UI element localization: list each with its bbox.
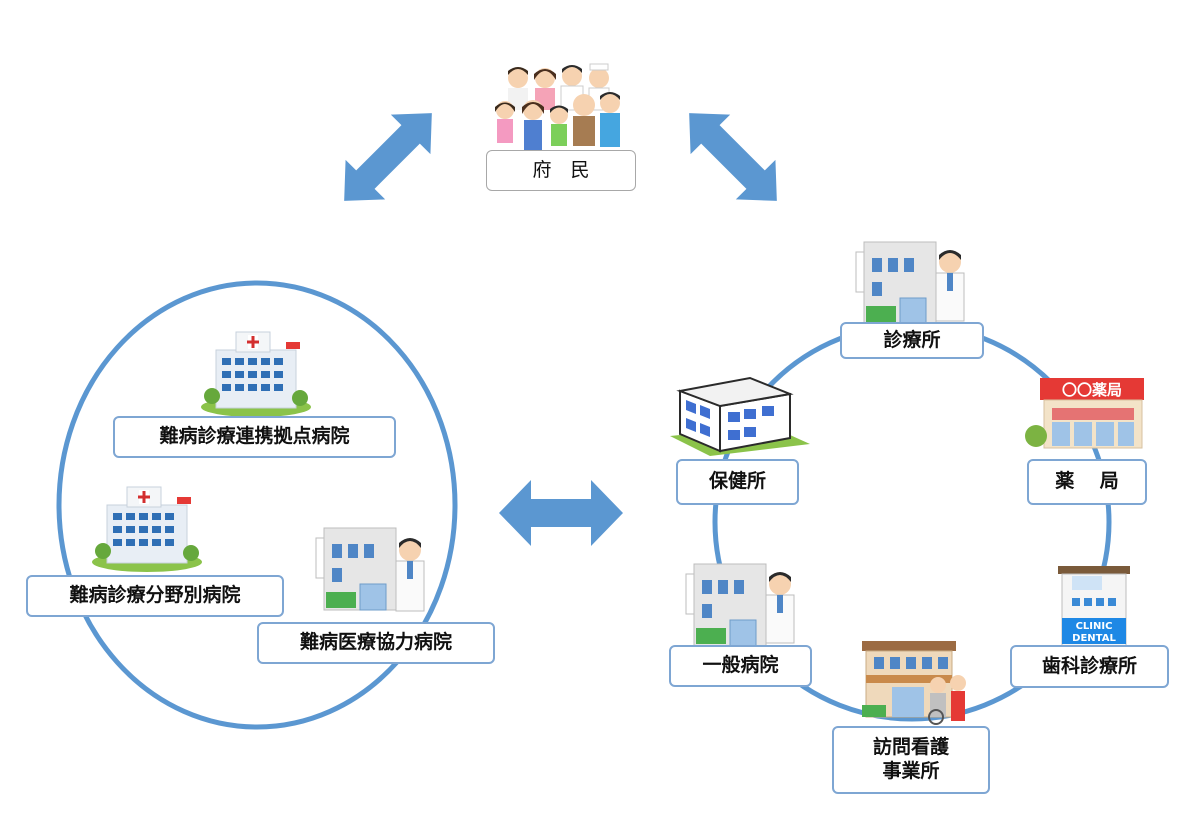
cooperating-hospital-box: 難病医療協力病院: [257, 622, 495, 664]
general-hospital-label: 一般病院: [702, 654, 779, 677]
specialty-hospital-label: 難病診療分野別病院: [69, 584, 241, 607]
hospital-building-icon: [201, 331, 311, 417]
doctor-clinic-icon: [685, 563, 795, 647]
general-hospital-box: 一般病院: [669, 645, 812, 687]
doctor-clinic-icon: [855, 241, 965, 325]
people-label: 府 民: [532, 158, 590, 181]
dental-clinic-icon: CLINIC DENTAL: [1058, 566, 1130, 653]
arrow-left-right: [499, 480, 623, 546]
cooperating-hospital-label: 難病医療協力病院: [299, 631, 452, 654]
pharmacy-label: 薬 局: [1055, 470, 1119, 493]
hospital-building-icon: [92, 486, 202, 572]
dental-clinic-label: 歯科診療所: [1041, 654, 1137, 677]
arrow-people-left: [344, 113, 432, 201]
pharmacy-box: 薬 局: [1027, 459, 1147, 505]
pharmacy-sign-text: 〇〇薬局: [1062, 381, 1122, 399]
pharmacy-icon: 〇〇薬局: [1025, 378, 1144, 449]
dental-sign-text-1: CLINIC: [1076, 621, 1113, 632]
health-center-box: 保健所: [676, 459, 799, 505]
arrow-people-right: [689, 113, 777, 201]
visiting-nursing-box: 訪問看護 事業所: [832, 726, 990, 794]
left-ellipse: [56, 280, 458, 730]
clinic-box: 診療所: [840, 322, 984, 359]
hub-hospital-box: 難病診療連携拠点病院: [113, 416, 396, 458]
doctor-clinic-icon: [315, 527, 425, 612]
dental-sign-text-2: DENTAL: [1072, 633, 1116, 644]
nursing-home-icon: [862, 641, 966, 725]
people-label-box: 府 民: [486, 150, 636, 191]
health-center-building-icon: [670, 376, 810, 456]
dental-clinic-box: 歯科診療所: [1010, 645, 1169, 688]
specialty-hospital-box: 難病診療分野別病院: [26, 575, 284, 617]
hub-hospital-label: 難病診療連携拠点病院: [159, 425, 350, 448]
clinic-label: 診療所: [883, 328, 941, 351]
health-center-label: 保健所: [708, 470, 766, 493]
visiting-nursing-label: 訪問看護 事業所: [872, 736, 949, 782]
people-group-icon: [495, 63, 620, 150]
